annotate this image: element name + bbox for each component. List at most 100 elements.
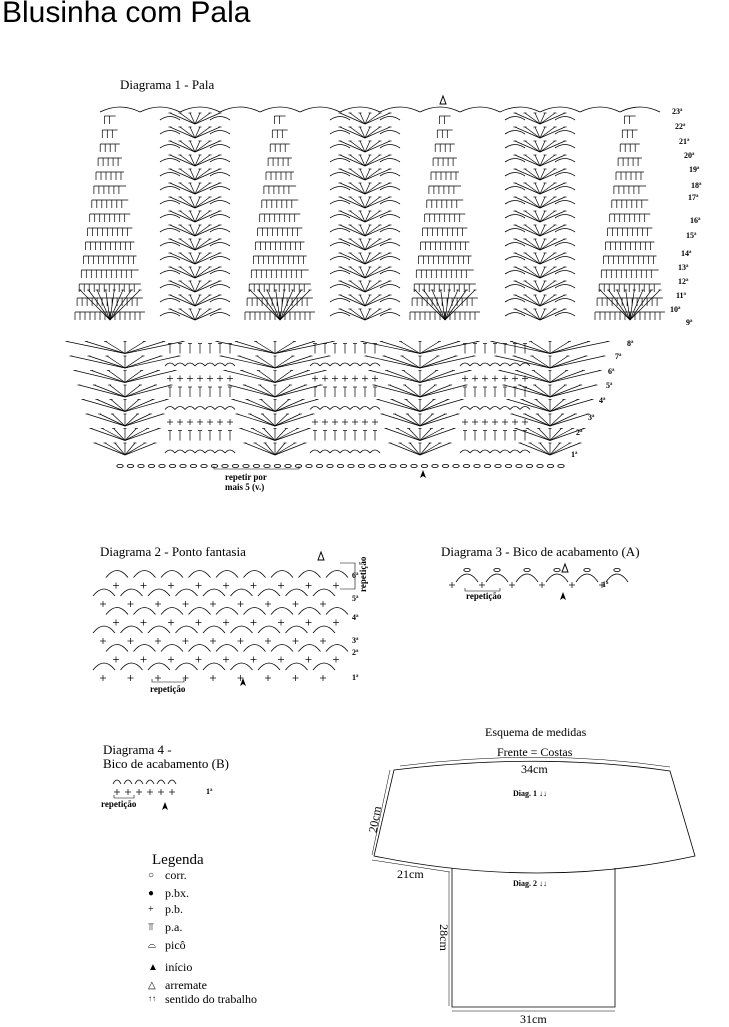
finish-arrow-icon [317, 550, 325, 561]
chain-arc-mark [504, 158, 526, 163]
chain-arc-mark [469, 362, 481, 367]
stitch-line [349, 154, 366, 167]
chain-arc-mark [459, 406, 471, 410]
stitch-line [364, 280, 381, 293]
stitch-line [524, 126, 541, 139]
stitch-line [364, 224, 391, 237]
row-label: 18ª [691, 181, 702, 190]
row-label: 5ª [352, 594, 359, 603]
chain-arc-mark [285, 625, 308, 634]
chain-arc-mark [499, 406, 511, 410]
stitch-line [404, 384, 421, 398]
stitch-line [78, 384, 126, 398]
chain-arc-mark [504, 214, 526, 219]
stitch-line [539, 308, 556, 321]
stitch-line [403, 370, 421, 383]
chain-arc-mark [243, 607, 266, 615]
stitch-line [534, 252, 541, 265]
stitch-line [194, 126, 221, 139]
stitch-line [364, 126, 371, 139]
stitch-line [534, 294, 541, 307]
stitch-line [529, 442, 551, 456]
chain-oval-mark [431, 463, 439, 468]
chain-oval-mark [504, 463, 513, 468]
chain-arc-mark [224, 449, 236, 454]
stitch-line [364, 224, 381, 237]
stitch-line [364, 210, 371, 223]
diagram2-repeat-label: repetição [150, 684, 186, 694]
chain-arc-mark [325, 570, 349, 578]
stitch-line [549, 384, 597, 398]
stitch-line [189, 168, 196, 181]
stitch-line [419, 413, 446, 427]
chain-arc-mark [459, 449, 471, 454]
chain-arc-mark [174, 449, 186, 454]
chain-arc-mark [339, 106, 381, 113]
chain-arc-mark [379, 200, 401, 205]
repeat-note-line1: repetir por [225, 472, 267, 482]
row-label: 23ª [672, 107, 683, 116]
chain-arc-mark [509, 362, 521, 367]
stitch-line [82, 399, 126, 412]
chain-arc-mark [554, 172, 576, 177]
chain-oval-mark [441, 463, 450, 468]
stitch-line [549, 428, 562, 441]
stitch-line [194, 280, 221, 293]
stitch-line [189, 196, 196, 209]
chain-arc-mark [194, 449, 206, 454]
row-label: 5ª [606, 381, 613, 390]
row-label: 3ª [588, 413, 595, 422]
chain-arc-mark [329, 284, 351, 289]
chain-arc-mark [209, 186, 231, 191]
start-arrow-icon [420, 470, 426, 478]
chain-oval-mark [326, 463, 334, 468]
stitch-line [124, 355, 162, 369]
stitch-line [249, 413, 276, 427]
stitch-line [274, 399, 290, 412]
chain-arc-mark [349, 449, 361, 454]
stitch-line [539, 210, 546, 223]
chain-arc-mark [159, 172, 181, 177]
chain-arc-mark [504, 172, 526, 177]
stitch-line [124, 413, 138, 427]
chain-arc-mark [554, 144, 576, 149]
stitch-line [339, 238, 366, 251]
stitch-line [194, 168, 201, 181]
stitch-line [359, 210, 366, 223]
stitch-line [524, 112, 541, 125]
chain-arc-mark [92, 662, 116, 671]
chain-arc-mark [160, 570, 184, 578]
stitch-line [549, 341, 589, 354]
stitch-line [534, 224, 541, 237]
row-label: 9ª [686, 318, 693, 327]
stitch-line [539, 224, 566, 237]
stitch-line [169, 182, 196, 195]
stitch-line [514, 252, 541, 265]
chain-arc-mark [554, 298, 576, 303]
chain-arc-mark [469, 449, 481, 454]
chain-arc-mark [329, 144, 351, 149]
stitch-line [169, 126, 196, 139]
stitch-line [364, 112, 381, 125]
chain-arc-mark [319, 362, 331, 367]
stitch-line [169, 252, 196, 265]
stitch-line [194, 238, 201, 251]
chain-oval-mark [336, 463, 345, 468]
chain-arc-mark [499, 106, 541, 113]
stitch-line [169, 224, 196, 237]
chain-arc-mark [554, 214, 576, 219]
stitch-line [179, 308, 196, 321]
stitch-line [369, 370, 421, 383]
legend-item-label: picô [165, 938, 186, 952]
stitch-line [534, 112, 541, 125]
stitch-line [194, 308, 201, 321]
chain-arc-mark [230, 625, 253, 634]
stitch-line [194, 140, 211, 153]
stitch-line [524, 308, 541, 321]
chain-arc-mark [159, 116, 181, 121]
diagram4-title: Diagrama 4 - Bico de acabamento (B) [103, 743, 229, 771]
stitch-line [194, 182, 221, 195]
chain-arc-mark [147, 588, 171, 597]
chain-arc-mark [159, 144, 181, 149]
chain-arc-mark [554, 284, 576, 289]
